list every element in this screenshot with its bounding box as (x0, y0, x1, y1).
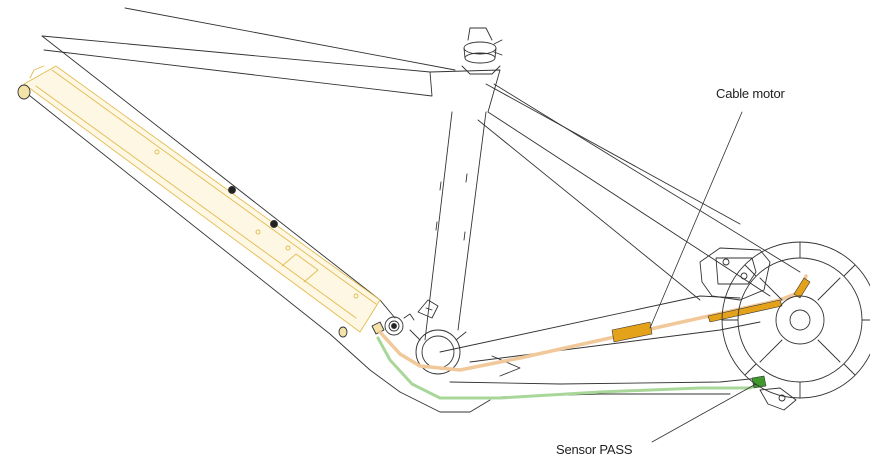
sensor-cable (376, 336, 767, 400)
seat-stays (477, 83, 801, 301)
cable-motor-label: Cable motor (716, 86, 785, 101)
disc-rotor-icon (721, 241, 870, 399)
leader-lines (649, 111, 757, 443)
mount-bolts (17, 84, 348, 338)
rear-dropout (759, 387, 797, 411)
seat-tube (424, 69, 501, 341)
charge-port-icon (371, 299, 439, 336)
brake-caliper-icon (699, 247, 771, 301)
battery (23, 65, 381, 333)
top-tube (41, 7, 456, 97)
motor-cable (378, 274, 811, 372)
sensor-pass-label: Sensor PASS (556, 442, 633, 457)
down-tube (19, 35, 401, 393)
seat-clamp (461, 27, 503, 75)
